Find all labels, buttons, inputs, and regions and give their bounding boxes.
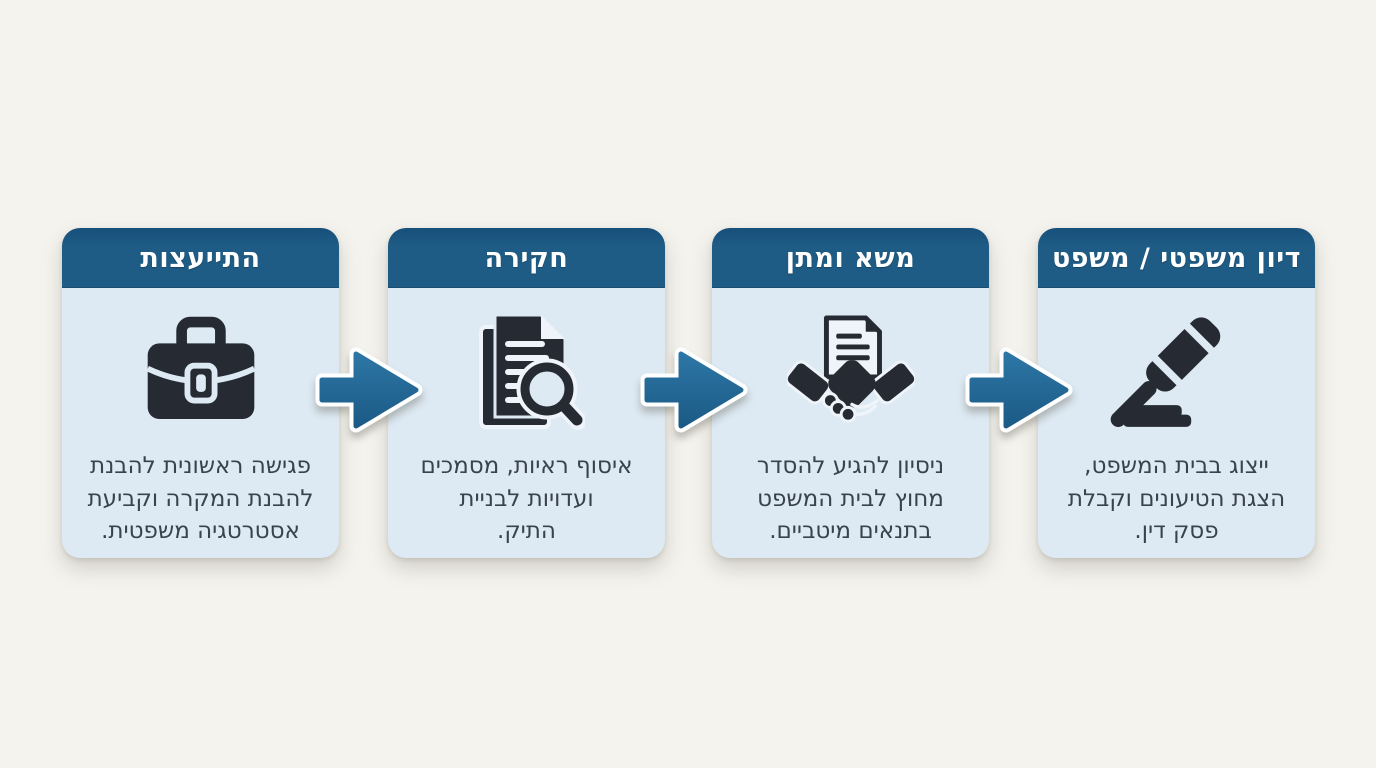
- stage-description: ייצוג בבית המשפט, הצגת הטיעונים וקבלת פס…: [1067, 453, 1286, 545]
- flow-arrow-icon: [960, 340, 1080, 440]
- stage-card-consultation: התייעצות פגישה ראשונית להבנת להבנת המקרה…: [62, 228, 339, 558]
- briefcase-icon: [138, 288, 264, 450]
- stage-card-negotiation: משא ומתן: [712, 228, 989, 558]
- stage-header: התייעצות: [62, 228, 339, 288]
- stage-title: משא ומתן: [785, 242, 916, 274]
- stage-description: איסוף ראיות, מסמכים ועדויות לבניית התיק.: [420, 453, 633, 545]
- document-search-icon: [469, 288, 585, 450]
- stage-header: דיון משפטי / משפט: [1038, 228, 1315, 288]
- stage-description: פגישה ראשונית להבנת להבנת המקרה וקביעת א…: [87, 453, 314, 545]
- stage-card-investigation: חקירה: [388, 228, 665, 558]
- stage-body: ייצוג בבית המשפט, הצגת הטיעונים וקבלת פס…: [1038, 288, 1315, 558]
- stage-title: דיון משפטי / משפט: [1051, 242, 1302, 274]
- stage-title: חקירה: [484, 242, 569, 274]
- stage-header: משא ומתן: [712, 228, 989, 288]
- handshake-icon: [786, 288, 915, 450]
- stage-header: חקירה: [388, 228, 665, 288]
- stage-description: ניסיון להגיע להסדר מחוץ לבית המשפט בתנאי…: [756, 453, 945, 545]
- stage-body: פגישה ראשונית להבנת להבנת המקרה וקביעת א…: [62, 288, 339, 558]
- flow-arrow-icon: [310, 340, 430, 440]
- stage-card-trial: דיון משפטי / משפט ייצוג בב: [1038, 228, 1315, 558]
- stage-title: התייעצות: [140, 242, 261, 274]
- stage-body: איסוף ראיות, מסמכים ועדויות לבניית התיק.: [388, 288, 665, 558]
- stage-body: ניסיון להגיע להסדר מחוץ לבית המשפט בתנאי…: [712, 288, 989, 558]
- gavel-icon: [1106, 288, 1248, 450]
- flow-arrow-icon: [635, 340, 755, 440]
